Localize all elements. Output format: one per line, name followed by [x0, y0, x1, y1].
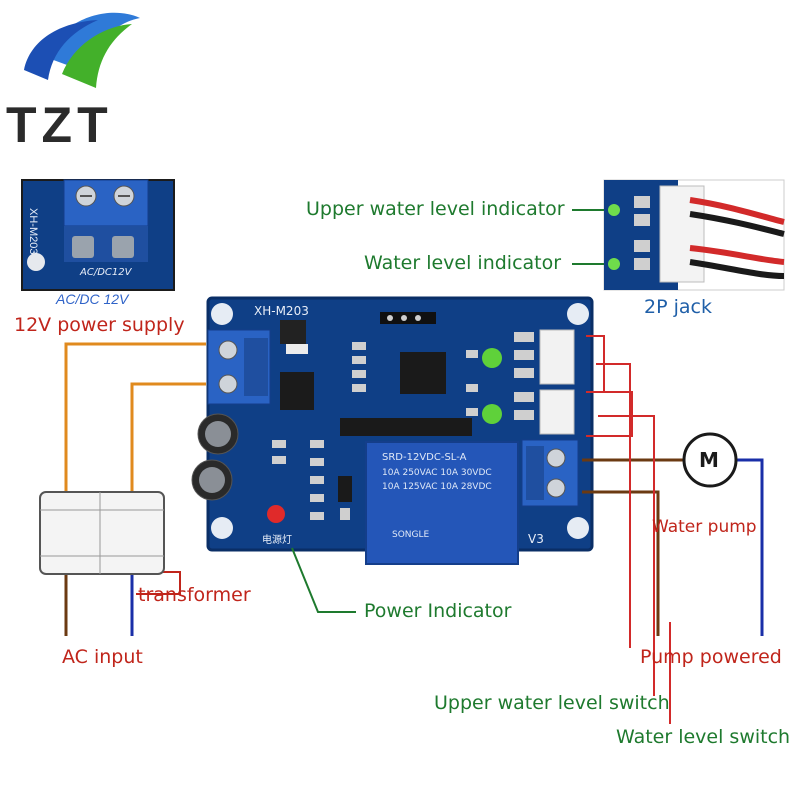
ac-input-label: AC input: [62, 646, 143, 668]
input-terminal-block: [207, 329, 271, 405]
power-supply-label: 12V power supply: [14, 314, 185, 336]
motor-label: M: [699, 448, 719, 472]
power-led-icon: [267, 505, 285, 523]
relay-label-4: SONGLE: [392, 530, 430, 540]
inset-caption: AC/DC 12V: [56, 291, 129, 307]
motor-icon: [682, 432, 738, 488]
output-terminal-block: [521, 439, 579, 507]
capacitor-icon: [191, 413, 239, 501]
power-terminal-inset: XH-M203: [21, 179, 175, 291]
wiring: [64, 209, 764, 724]
sensor-connectors: [514, 329, 575, 435]
output-marker: V3: [528, 532, 544, 546]
water-indicator-label: Water level indicator: [364, 252, 562, 274]
transformer-label: transformer: [138, 584, 251, 606]
relay-label-3: 10A 125VAC 10A 28VDC: [382, 482, 492, 492]
relay-label-2: 10A 250VAC 10A 30VDC: [382, 468, 492, 478]
jack-label: 2P jack: [644, 296, 712, 318]
logo-text: TZT: [6, 97, 113, 153]
upper-switch-label: Upper water level switch: [434, 692, 670, 714]
controller-board: [191, 296, 594, 565]
upper-indicator-label: Upper water level indicator: [306, 198, 565, 220]
pump-powered-label: Pump powered: [640, 646, 782, 668]
water-pump-label: Water pump: [652, 517, 757, 537]
board-model: XH-M203: [254, 304, 309, 318]
relay-label-1: SRD-12VDC-SL-A: [382, 452, 467, 463]
power-led-text: 电源灯: [262, 535, 292, 546]
inset-board-text: AC/DC12V: [80, 267, 132, 278]
svg-text:XH-M203: XH-M203: [27, 208, 39, 254]
ic-chip: [400, 352, 446, 394]
transformer-icon: [39, 491, 165, 575]
relay-icon: [365, 441, 519, 565]
led-icon: [482, 348, 502, 424]
water-switch-label: Water level switch: [616, 726, 791, 748]
tzt-logo-icon: [24, 12, 140, 88]
power-indicator-label: Power Indicator: [364, 600, 512, 622]
indicator-inset: [603, 179, 785, 291]
